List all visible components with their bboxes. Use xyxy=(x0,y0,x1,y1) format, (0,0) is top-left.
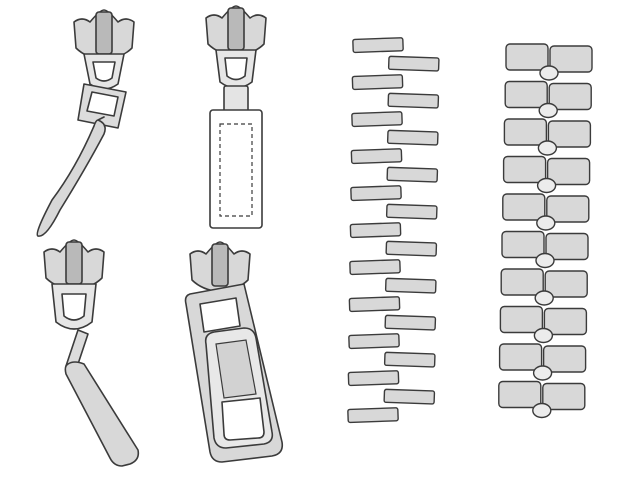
metal-tooth xyxy=(387,55,440,72)
metal-tooth xyxy=(385,240,438,257)
metal-tooth xyxy=(347,407,399,424)
molded-tooth xyxy=(502,193,590,231)
metal-tooth xyxy=(383,351,436,368)
metal-tooth xyxy=(384,314,437,331)
zipper-chain-molded-teeth-icon xyxy=(498,43,593,419)
molded-tooth xyxy=(502,155,591,194)
molded-tooth xyxy=(505,43,593,81)
molded-tooth xyxy=(500,268,588,306)
molded-tooth xyxy=(504,80,592,119)
molded-tooth xyxy=(503,118,592,156)
metal-tooth xyxy=(349,259,401,276)
metal-tooth xyxy=(384,277,437,294)
metal-tooth xyxy=(387,92,440,109)
zipper-chain-metal-teeth-icon xyxy=(347,37,440,424)
molded-tooth xyxy=(498,380,586,419)
metal-tooth xyxy=(350,185,402,202)
metal-tooth xyxy=(351,111,403,128)
metal-tooth xyxy=(350,148,403,165)
metal-tooth xyxy=(386,166,439,183)
metal-tooth xyxy=(352,37,404,54)
molded-tooth xyxy=(499,305,588,344)
metal-tooth xyxy=(349,222,402,239)
zipper-pull-leather-tab-icon xyxy=(205,5,267,229)
metal-tooth xyxy=(386,129,439,146)
metal-tooth xyxy=(383,388,436,405)
metal-tooth xyxy=(348,333,400,350)
metal-tooth xyxy=(351,74,404,91)
metal-tooth xyxy=(385,203,438,220)
molded-tooth xyxy=(501,230,589,269)
zipper-slider-lock-icon xyxy=(184,241,284,463)
zipper-pull-teardrop-icon xyxy=(36,9,135,237)
zipper-pull-bar-icon xyxy=(43,239,140,467)
molded-tooth xyxy=(498,343,587,381)
metal-tooth xyxy=(347,370,400,387)
metal-tooth xyxy=(348,296,401,313)
